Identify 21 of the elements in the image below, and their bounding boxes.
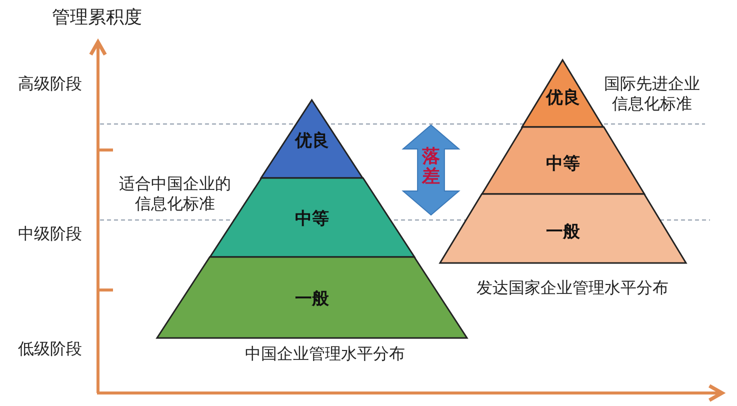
pyramid-layer — [522, 60, 604, 127]
layer-label: 中等 — [294, 208, 329, 230]
pyramid-layer — [440, 194, 686, 263]
pyramid-caption: 发达国家企业管理水平分布 — [476, 278, 670, 298]
layer-label: 优良 — [546, 87, 580, 109]
layer-label: 一般 — [295, 288, 329, 310]
stage-label: 低级阶段 — [17, 339, 83, 359]
pyramid-layer — [482, 127, 644, 194]
pyramid-caption: 中国企业管理水平分布 — [244, 344, 406, 364]
standard-label: 适合中国企业的信息化标准 — [118, 174, 232, 214]
pyramid-layer — [157, 257, 467, 338]
stage-label: 高级阶段 — [17, 74, 83, 94]
layer-label: 一般 — [546, 221, 580, 243]
gap-label: 落差 — [422, 147, 440, 187]
standard-label: 国际先进企业信息化标准 — [603, 74, 701, 114]
pyramid-layer — [261, 100, 363, 178]
gap-marker — [403, 125, 459, 215]
axis-title: 管理累积度 — [51, 7, 143, 30]
layer-label: 优良 — [294, 130, 329, 152]
layer-label: 中等 — [546, 153, 580, 175]
stage-label: 中级阶段 — [17, 224, 83, 244]
